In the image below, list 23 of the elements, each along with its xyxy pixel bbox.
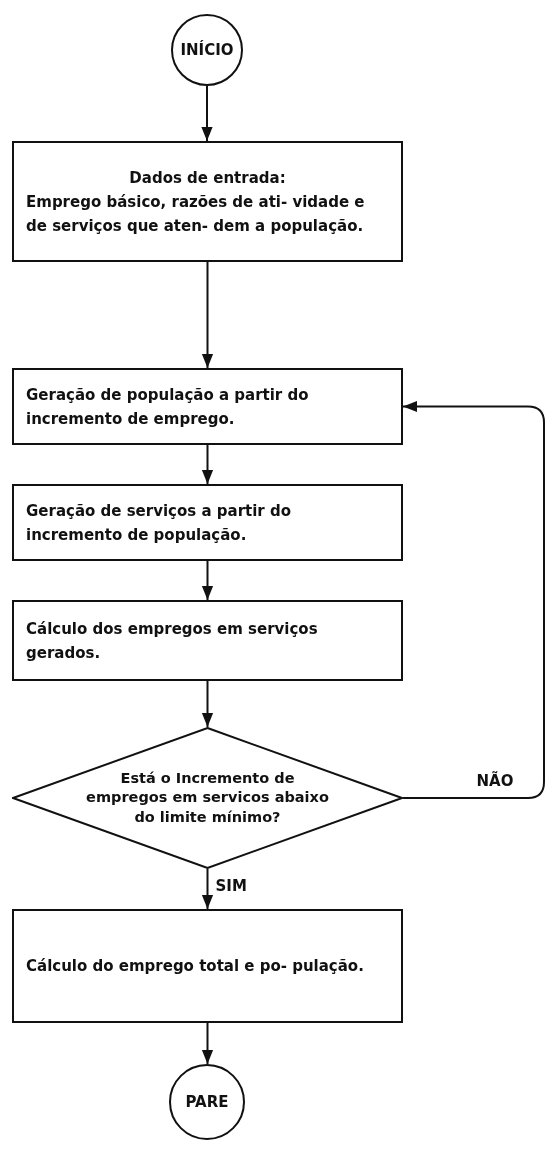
box-text: Geração de serviços a partir do incremento de população. — [26, 500, 293, 546]
arrow — [201, 261, 214, 369]
box-heading: Dados de entrada: — [128, 167, 287, 189]
arrow — [402, 400, 545, 799]
box-text: Geração de população a partir do incremento de emprego. — [26, 384, 310, 430]
process-box — [12, 909, 403, 1023]
box-text: Cálculo do emprego total e po- pulação. — [26, 956, 365, 977]
box-text: Cálculo dos empregos em serviços gerados. — [26, 618, 319, 664]
terminal-label: PARE — [185, 1092, 229, 1113]
box-text: Emprego básico, razões de ati- vidade e de serviços que aten- dem a população. — [26, 191, 366, 237]
arrow — [201, 560, 214, 601]
decision-diamond — [12, 727, 403, 869]
arrow — [201, 444, 214, 485]
box-text: Está o Incremento de empregos em servicos abaixo do limite mínimo? — [85, 768, 330, 827]
terminal-label: INÍCIO — [180, 39, 234, 61]
process-box — [12, 368, 403, 445]
arrow — [201, 85, 213, 142]
arrow — [201, 868, 214, 910]
arrow — [201, 680, 214, 728]
process-box — [12, 141, 403, 262]
arrow — [201, 1022, 214, 1065]
process-box — [12, 484, 403, 561]
process-box — [12, 600, 403, 681]
